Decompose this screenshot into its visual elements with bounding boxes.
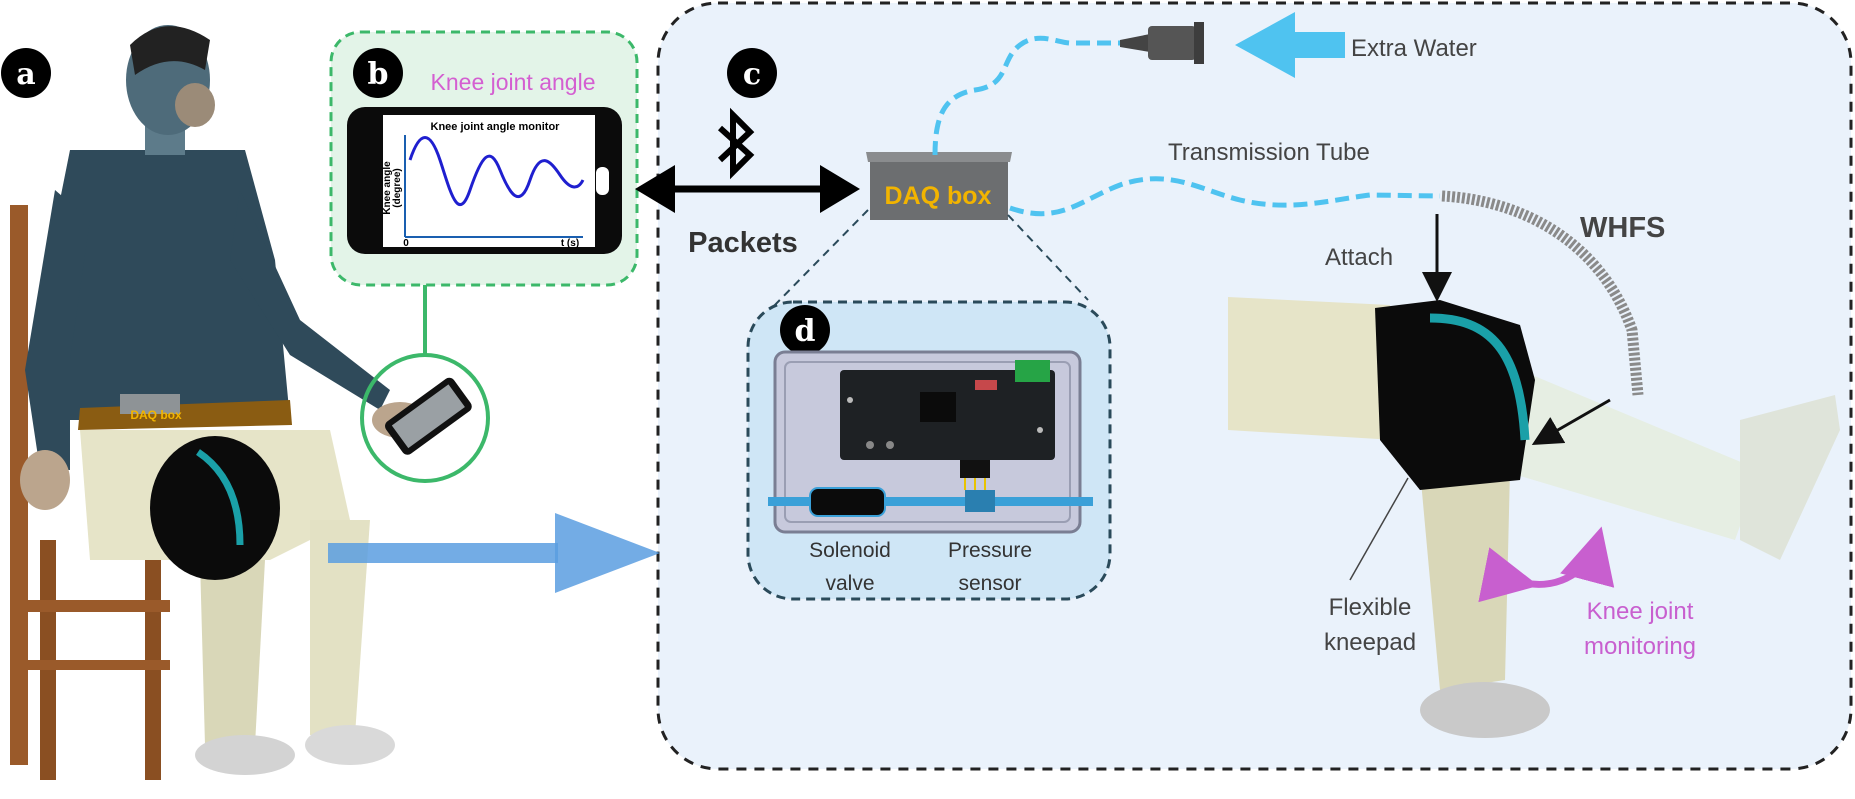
whfs-sensor-strip: [1429, 313, 1530, 441]
extra-water-arrow: [1235, 12, 1345, 78]
attach-label: Attach: [1325, 244, 1393, 271]
badge-b: [353, 48, 403, 98]
badge-d: [780, 305, 830, 355]
x-axis-label: t (s): [561, 238, 579, 249]
kneepad-label-1: Flexible: [1329, 594, 1412, 621]
badge-c-label: c: [743, 57, 761, 92]
y-axis-label-1: Knee angle: [382, 161, 393, 215]
pressure-sensor: [965, 490, 995, 512]
monitor-title: Knee joint angle monitor: [431, 121, 561, 133]
monitoring-label-1: Knee joint: [1587, 598, 1694, 625]
extra-water-label: Extra Water: [1351, 35, 1477, 62]
packets-label: Packets: [688, 227, 798, 259]
flow-arrow-shaft: [328, 543, 558, 563]
belt-daq-label: DAQ box: [130, 408, 182, 422]
badge-a: [1, 48, 51, 98]
transmission-tube: [1009, 176, 1441, 217]
kneepad-label-2: kneepad: [1324, 629, 1416, 656]
knee-motion-arrow: [1478, 526, 1615, 603]
valve-label-1: Solenoid: [809, 539, 891, 562]
knee-angle-wave: [408, 136, 585, 207]
badge-c: [727, 48, 777, 98]
valve-label-2: valve: [825, 572, 874, 595]
whfs-label: WHFS: [1580, 212, 1665, 244]
extended-leg-illustration: [1228, 297, 1840, 738]
badge-a-label: a: [16, 57, 35, 92]
monitoring-label-2: monitoring: [1584, 633, 1696, 660]
sensor-label-2: sensor: [958, 572, 1021, 595]
flow-arrow-head: [555, 513, 660, 593]
badge-d-label: d: [795, 314, 816, 349]
x-origin-label: 0: [403, 238, 409, 249]
phone-screen: [383, 115, 595, 247]
phone-button: [596, 167, 609, 195]
transmission-tube-label: Transmission Tube: [1168, 139, 1370, 166]
extra-water-tube: [932, 35, 1125, 156]
internal-tube: [768, 497, 1093, 506]
spring-tube: [1441, 190, 1644, 396]
daq-box-label: DAQ box: [885, 182, 992, 210]
badge-b-label: b: [368, 57, 389, 92]
seated-person-illustration: DAQ box: [10, 25, 472, 780]
solenoid-valve: [809, 487, 886, 517]
bluetooth-icon: [717, 107, 755, 180]
y-axis-label-2: (degree): [392, 168, 403, 207]
sensor-label-1: Pressure: [948, 539, 1032, 562]
syringe-icon: [1120, 22, 1204, 64]
panel-b-title: Knee joint angle: [431, 69, 596, 95]
